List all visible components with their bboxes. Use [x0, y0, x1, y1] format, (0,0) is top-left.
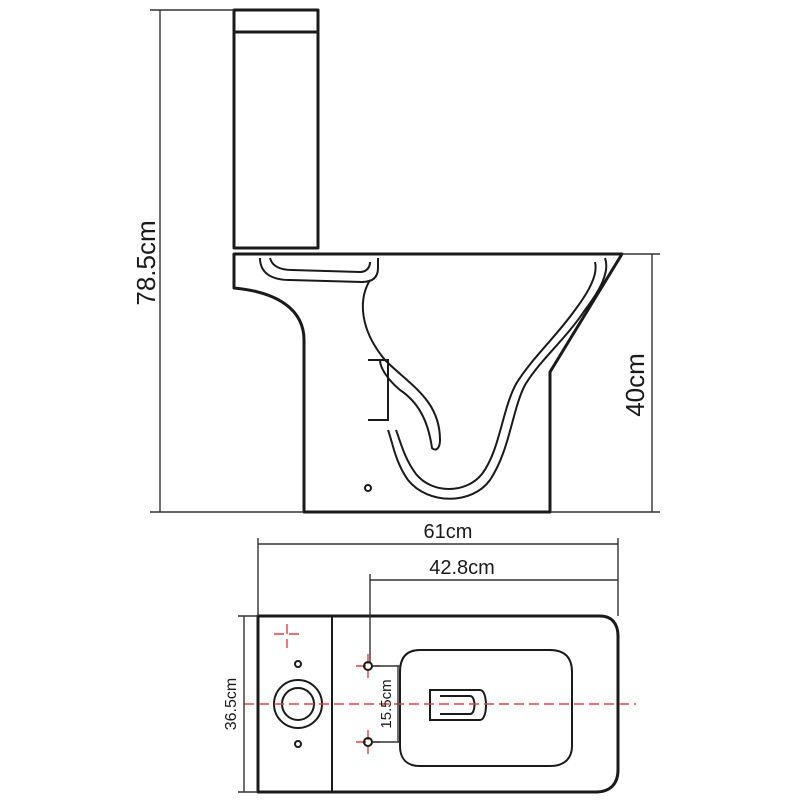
top-view: 61cm 42.8cm 36.5cm 15.5cm [223, 521, 636, 794]
cistern-body [232, 30, 320, 250]
length-dimension: 61cm [257, 521, 619, 616]
height-dimension: 78.5cm [131, 9, 304, 513]
top-outline [256, 614, 620, 794]
side-view: 78.5cm 40cm [131, 8, 660, 514]
fixing-spacing-dimension: 15.5cm [372, 665, 400, 743]
cistern-top [257, 615, 333, 793]
rim-channel [259, 257, 379, 284]
outlet-icon [429, 689, 487, 721]
outlet-distance-dimension: 42.8cm [369, 557, 618, 662]
fixing-hole [364, 484, 372, 492]
outlet-distance-label: 42.8cm [429, 557, 495, 579]
pan-outline [232, 252, 624, 514]
seat-height-dimension: 40cm [550, 253, 660, 513]
width-dimension: 36.5cm [223, 615, 258, 793]
width-label: 36.5cm [223, 678, 240, 730]
bowl-opening [399, 649, 573, 767]
fixing-spacing-label: 15.5cm [378, 679, 395, 728]
total-length-label: 61cm [424, 521, 473, 543]
bowl-trapway [361, 279, 442, 451]
cistern-lid [232, 8, 320, 34]
total-height-label: 78.5cm [131, 220, 161, 305]
seat-height-label: 40cm [620, 353, 650, 417]
